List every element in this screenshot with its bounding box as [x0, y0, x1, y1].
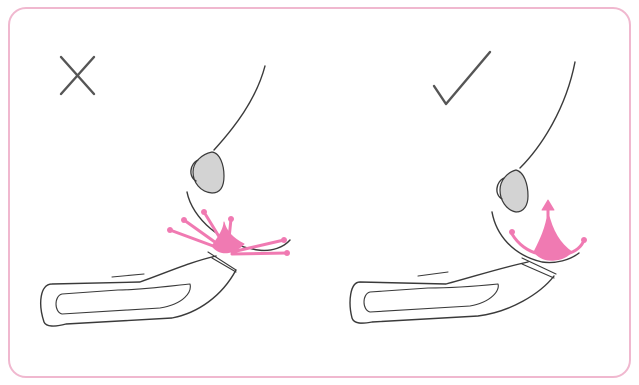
- breast-shield-flange: [41, 252, 236, 326]
- correct-panel: [350, 52, 587, 323]
- nipple-areola: [191, 152, 224, 193]
- breast-shield-flange: [350, 258, 556, 323]
- check-mark-icon: [434, 52, 490, 104]
- incorrect-panel: [41, 57, 290, 326]
- breast-outline: [492, 62, 579, 263]
- cross-mark-icon: [61, 57, 94, 94]
- suction-lines-misaligned: [167, 209, 290, 256]
- nipple-areola: [497, 170, 528, 212]
